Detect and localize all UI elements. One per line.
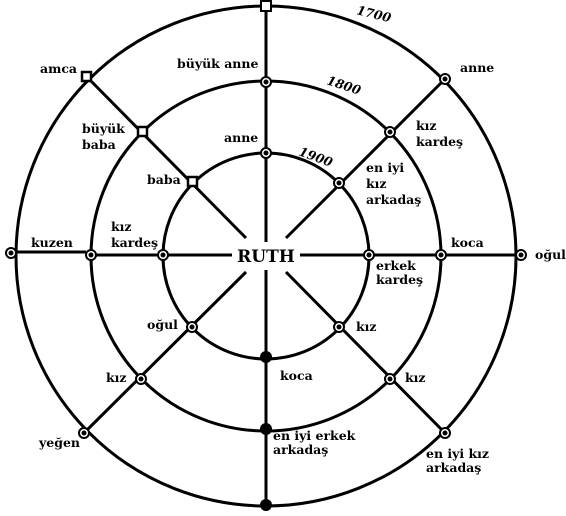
label-eika-line1: en iyi kız <box>426 446 489 461</box>
node-kiz-kardes-west <box>157 249 169 261</box>
label-kiz-kardes-ne-line2: kardeş <box>416 134 463 149</box>
spoke-ne <box>284 77 447 240</box>
node-en-iyi-kiz-arkadas-1900 <box>333 177 345 189</box>
node-yegen <box>78 427 90 439</box>
south-nodes <box>260 351 272 511</box>
node-amca <box>80 70 93 83</box>
node-koca-east <box>435 249 447 261</box>
label-yegen: yeğen <box>38 435 80 450</box>
node-ogul-east <box>515 249 527 261</box>
year-1700: 1700 <box>355 2 393 25</box>
label-koca-south: koca <box>280 368 313 383</box>
label-anne-1900: anne <box>224 130 258 145</box>
label-kiz-kardes-west-line2: kardeş <box>111 235 158 250</box>
label-buyuk-baba-line2: baba <box>82 137 116 152</box>
label-eiea-line2: arkadaş <box>273 442 328 457</box>
node-koca-south <box>260 351 272 363</box>
label-backgrounds <box>29 57 262 250</box>
nodes <box>5 0 527 439</box>
node-en-iyi-kiz-arkadas-1700 <box>439 427 451 439</box>
node-baba <box>186 175 199 188</box>
label-en-iyi-kiz-arkadas-1900: en iyi kız arkadaş <box>366 160 421 207</box>
node-bottom-1700 <box>260 499 272 511</box>
node-kiz-se-1900 <box>333 321 345 333</box>
spoke-se <box>284 270 447 435</box>
label-kiz-kardes-ne-line1: kız <box>416 118 437 133</box>
node-kuzen-inner <box>85 249 97 261</box>
node-anne-1700 <box>439 73 451 85</box>
label-eika-line2: arkadaş <box>426 460 481 475</box>
node-kiz-sw <box>135 373 147 385</box>
label-ogul-east: oğul <box>535 247 566 262</box>
label-anne-1700: anne <box>460 60 494 75</box>
node-kiz-se-1800 <box>384 373 396 385</box>
label-erkek-kardes-line2: kardeş <box>376 272 423 287</box>
label-kiz-se-1900: kız <box>356 319 377 334</box>
node-ogul-sw <box>186 321 198 333</box>
label-kuzen: kuzen <box>31 235 73 250</box>
node-kiz-kardes-ne <box>384 126 396 138</box>
label-en-iyi-erkek-arkadas: en iyi erkek arkadaş <box>273 428 360 457</box>
label-ogul-sw: oğul <box>147 317 178 332</box>
label-eikat-line1: en iyi <box>366 160 404 175</box>
label-buyuk-baba-line1: büyük <box>82 121 125 136</box>
label-koca-east: koca <box>451 235 484 250</box>
node-anne-1900 <box>260 147 272 159</box>
label-kiz-kardes-west: kız kardeş <box>111 219 158 250</box>
node-erkek-kardes <box>363 249 375 261</box>
label-en-iyi-kiz-arkadas-1700: en iyi kız arkadaş <box>426 446 493 475</box>
node-buyuk-anne <box>260 76 272 88</box>
node-buyuk-baba <box>136 125 149 138</box>
label-kiz-kardes-ne: kız kardeş <box>416 118 463 149</box>
label-erkek-kardes: erkek kardeş <box>376 258 423 287</box>
center-name: RUTH <box>237 247 295 267</box>
label-kiz-se-1800: kız <box>405 370 426 385</box>
node-kuzen-outer <box>5 247 17 259</box>
label-kiz-sw: kız <box>106 370 127 385</box>
center-knockout <box>232 243 300 267</box>
label-erkek-kardes-line1: erkek <box>376 258 416 273</box>
spoke-nw <box>84 74 248 240</box>
label-kiz-kardes-west-line1: kız <box>111 219 132 234</box>
label-buyuk-baba: büyük baba <box>82 121 129 152</box>
label-eiea-line1: en iyi erkek <box>273 428 356 443</box>
spoke-sw <box>82 270 248 435</box>
label-amca: amca <box>40 61 77 76</box>
spokes <box>10 6 521 506</box>
label-buyuk-anne: büyük anne <box>177 56 258 71</box>
node-en-iyi-erkek-arkadas <box>260 423 272 435</box>
node-top-1700 <box>260 0 272 12</box>
label-eikat-line3: arkadaş <box>366 192 421 207</box>
label-baba: baba <box>147 172 181 187</box>
label-eikat-line2: kız <box>366 176 387 191</box>
